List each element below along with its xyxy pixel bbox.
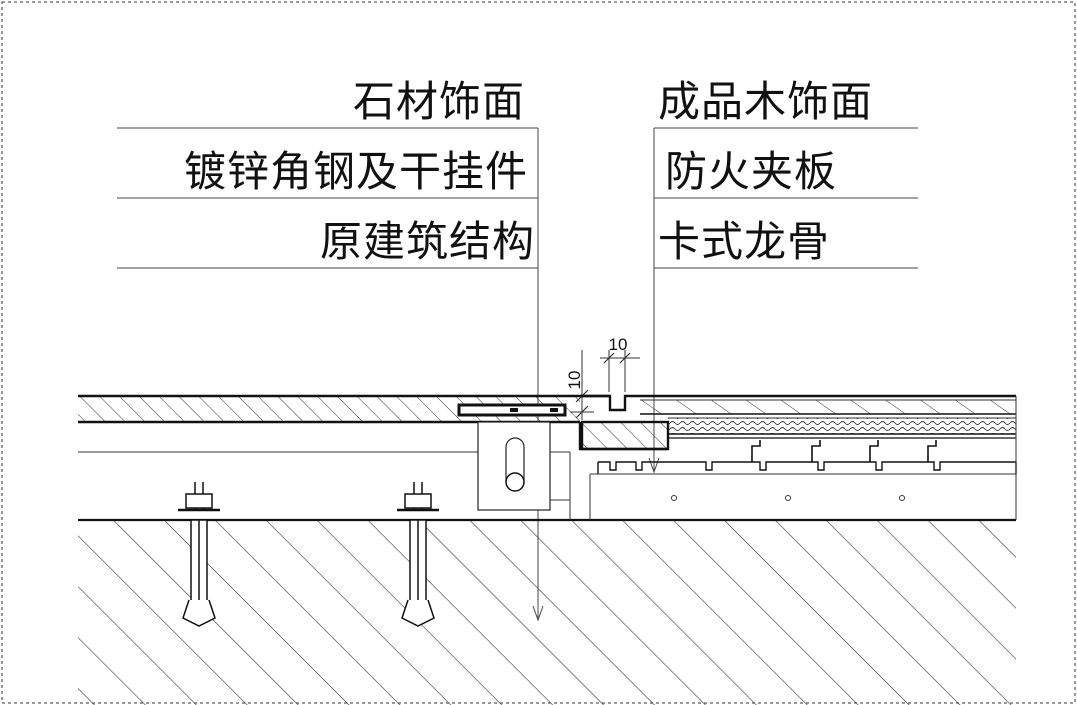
fire-plywood-panel [668, 418, 1016, 434]
clip-keel-profile [598, 461, 1016, 471]
wood-base-block [580, 420, 670, 451]
keel-clips [751, 440, 937, 462]
anchor-bolt-right [397, 482, 439, 627]
dimension-horizontal-text: 10 [609, 335, 628, 354]
base-structure-hatch [78, 520, 1016, 705]
right-label-3: 卡式龙骨 [658, 217, 830, 266]
bolt-head [505, 472, 525, 492]
wood-facing-panel [640, 400, 1016, 414]
right-label-group: 成品木饰面 防火夹板 卡式龙骨 [648, 77, 918, 474]
keel-rivets [671, 495, 905, 501]
dimension-horizontal: 10 [600, 335, 640, 392]
left-label-1: 石材饰面 [353, 77, 525, 126]
stone-joint-step [580, 394, 640, 412]
right-label-2: 防火夹板 [665, 147, 837, 196]
dimension-vertical-text: 10 [565, 371, 584, 390]
right-label-1: 成品木饰面 [658, 77, 873, 126]
left-label-2: 镀锌角钢及干挂件 [184, 147, 528, 196]
anchor-bolt-left [178, 482, 220, 627]
left-label-3: 原建筑结构 [320, 217, 535, 266]
